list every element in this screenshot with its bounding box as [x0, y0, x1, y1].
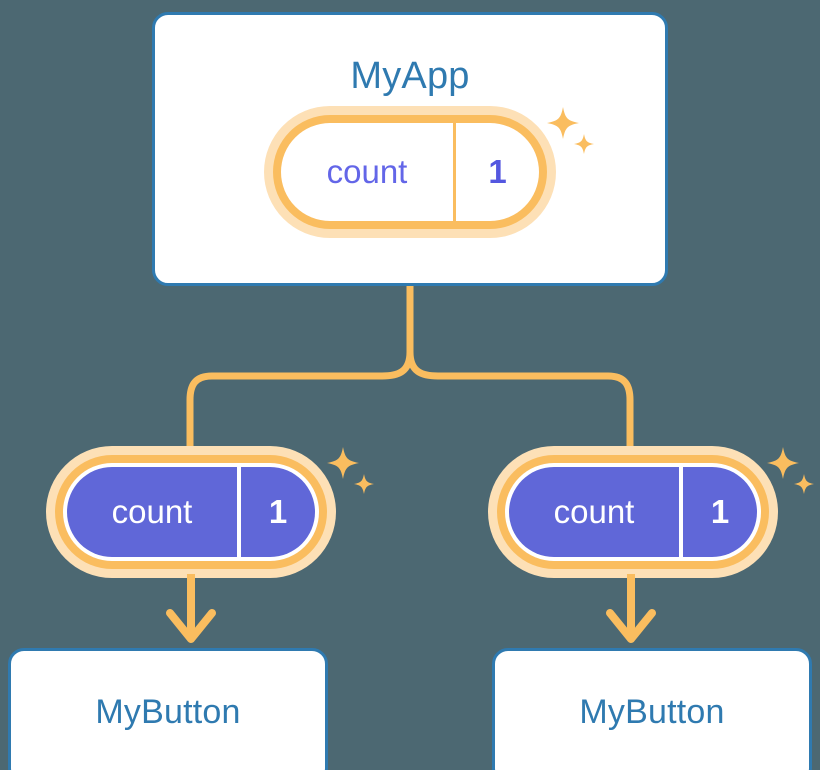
arrow-head-left	[166, 609, 216, 643]
sparkle-small-icon	[574, 134, 594, 154]
connector-branch-right	[406, 348, 634, 456]
pill-key-label: count	[326, 153, 408, 190]
pill-divider	[453, 123, 456, 221]
sparkle-small-icon	[794, 474, 814, 494]
pill-value-label: 1	[488, 153, 507, 190]
mybutton-card-title: MyButton	[579, 693, 725, 731]
connector-branch-left	[186, 348, 414, 456]
mybutton-card-title: MyButton	[95, 693, 241, 731]
pill-divider	[237, 467, 241, 557]
pill-body: count 1	[63, 463, 319, 561]
pill-body: count 1	[505, 463, 761, 561]
sparkle-large-icon	[327, 447, 359, 479]
mybutton-card-left[interactable]: MyButton	[8, 648, 328, 770]
pill-key-label: count	[553, 493, 635, 530]
pill-inner: count 1	[509, 467, 757, 557]
sparkle-group-right	[767, 447, 814, 494]
child-state-pill-right[interactable]: count 1	[488, 446, 778, 578]
child-state-pill-left[interactable]: count 1	[46, 446, 336, 578]
sparkle-large-icon	[767, 447, 799, 479]
sparkle-large-icon	[547, 107, 579, 139]
mybutton-card-right[interactable]: MyButton	[492, 648, 812, 770]
myapp-state-pill[interactable]: count 1	[264, 106, 556, 238]
pill-value-label: 1	[268, 493, 288, 530]
sparkle-small-icon	[354, 474, 374, 494]
arrow-head-right	[606, 609, 656, 643]
sparkle-group-left	[327, 447, 374, 494]
pill-inner: count 1	[67, 467, 315, 557]
pill-value-label: 1	[710, 493, 730, 530]
myapp-card-title: MyApp	[350, 55, 470, 97]
pill-body: count 1	[281, 123, 539, 221]
pill-key-label: count	[111, 493, 193, 530]
pill-divider	[679, 467, 683, 557]
sparkle-group-myapp	[547, 107, 594, 154]
